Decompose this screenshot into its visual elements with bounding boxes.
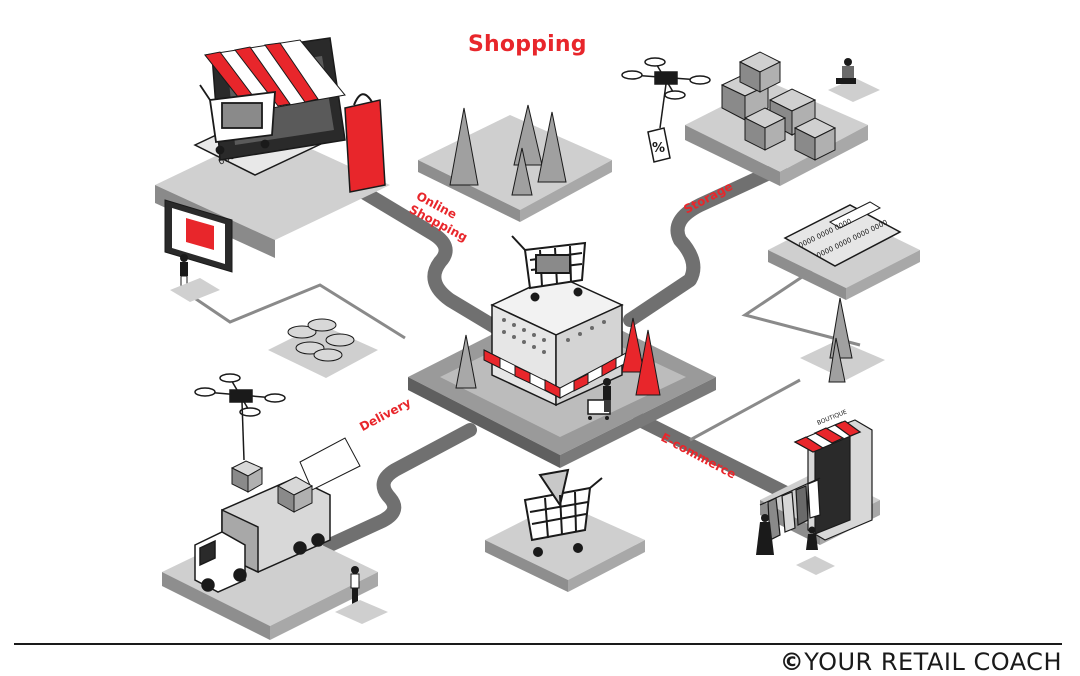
online-cart-icon (199, 84, 276, 155)
tablet-icon (164, 199, 233, 273)
big-cart-icon (523, 468, 603, 557)
central-hub (408, 235, 716, 468)
parcel-boxes (230, 460, 314, 513)
drone-icon-top (621, 57, 711, 129)
brand-name: YOUR RETAIL COACH (804, 648, 1062, 676)
label-delivery-text: Delivery (357, 395, 413, 434)
discount-tag-icon: % (647, 127, 671, 163)
storage-boxes (720, 51, 837, 161)
connector-lines (189, 263, 861, 442)
person-laptop-figure (828, 58, 880, 102)
label-delivery: Delivery (357, 395, 413, 434)
boutique-block: BOUTIQUE (756, 408, 880, 575)
hub-cones (455, 317, 661, 396)
cones-platform-top (418, 104, 612, 222)
road-online-shopping (353, 183, 507, 337)
online-awning (204, 39, 346, 113)
person-figure-left (180, 254, 188, 287)
shopper-figure (587, 378, 611, 420)
online-shopping-block: 0000 0000 0000 (155, 37, 390, 302)
road-delivery (323, 423, 477, 552)
footer-brand: ©YOUR RETAIL COACH (780, 648, 1062, 676)
mannequin-figure (756, 514, 774, 555)
copyright-symbol: © (779, 648, 805, 676)
road-network (323, 161, 797, 552)
discount-tag-label: % (652, 141, 665, 156)
storage-block (685, 51, 868, 186)
drone-icon-bottom (194, 373, 286, 461)
boutique-building (793, 419, 873, 541)
delivery-block (162, 437, 388, 640)
rooftop-cart-icon (511, 235, 587, 302)
cones-platform-right (800, 297, 885, 383)
diagram-title: Shopping (468, 32, 587, 57)
store-awning (483, 349, 629, 399)
road-storage (623, 161, 787, 327)
footer-divider (14, 643, 1062, 645)
credit-card-block: 0000 0000 0000 0000 0000 0000 0000 (768, 201, 920, 300)
cart-platform-bottom (485, 468, 645, 592)
shopping-bag-icon (344, 93, 386, 193)
store-building (483, 274, 629, 407)
road-ecommerce (633, 413, 797, 502)
coins-platform (268, 318, 378, 378)
delivery-person-figure (335, 566, 388, 624)
clothes-rack-icon (759, 477, 821, 541)
boutique-shopper-figure (796, 526, 835, 575)
